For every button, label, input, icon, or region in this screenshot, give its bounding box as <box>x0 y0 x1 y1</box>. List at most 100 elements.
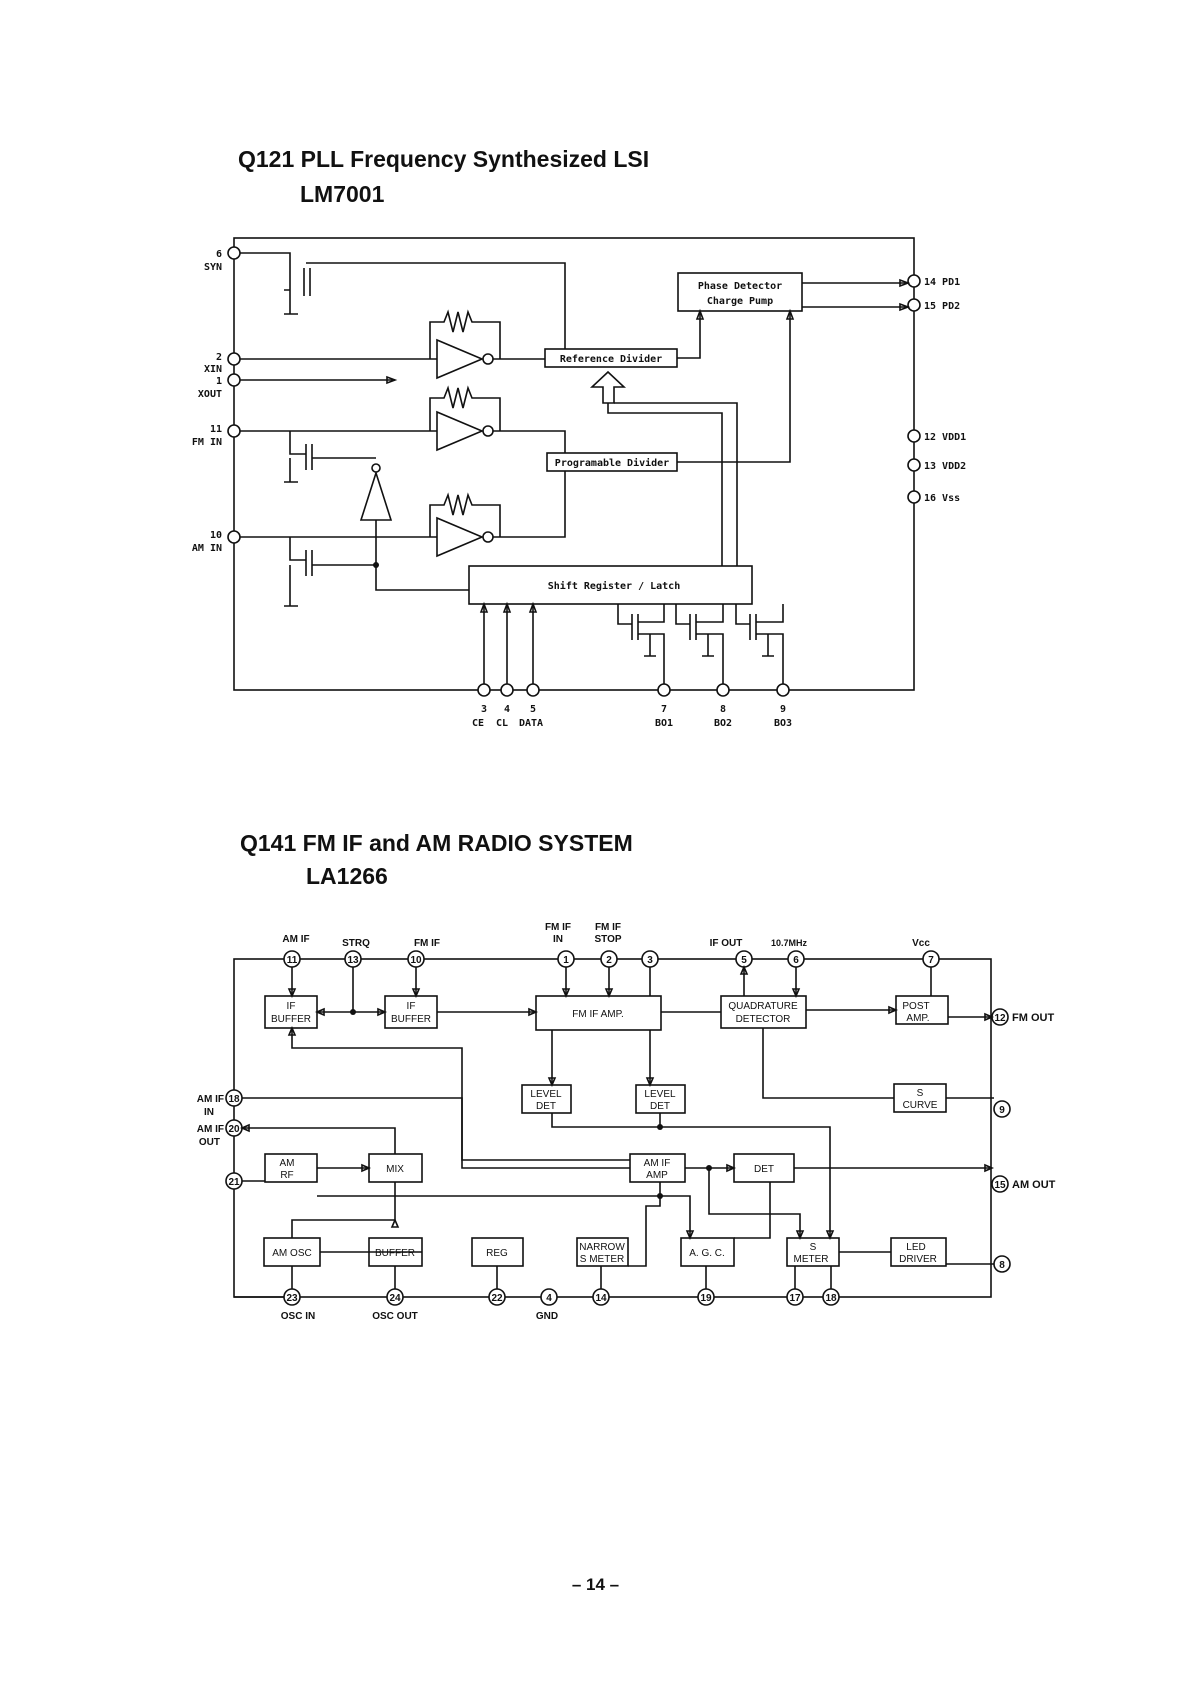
pin-1: 1 <box>563 955 569 966</box>
pin-label-vdd2: 13 VDD2 <box>924 461 966 472</box>
pin-label-8: 8 <box>720 704 726 715</box>
pin-label-10: 10 <box>210 530 222 541</box>
pin-15: 15 <box>994 1180 1006 1191</box>
label-fm-out: FM OUT <box>1012 1012 1054 1024</box>
pin-label-data: DATA <box>519 718 543 729</box>
pin-label-pd1: 14 PD1 <box>924 277 960 288</box>
pin-20: 20 <box>228 1124 240 1135</box>
pin-label-bo1: BO1 <box>655 718 673 729</box>
pin-21: 21 <box>228 1177 240 1188</box>
pin-label-vdd1: 12 VDD1 <box>924 432 966 443</box>
pin-label-9: 9 <box>780 704 786 715</box>
s-meter-block <box>786 1237 840 1267</box>
if-buffer-2-block <box>384 995 438 1029</box>
pin-label-7: 7 <box>661 704 667 715</box>
pin-7: 7 <box>928 955 934 966</box>
lm7001-diagram: 6 SYN 2 XIN 1 XOUT 11 FM IN 10 AM IN 14 … <box>192 237 966 729</box>
label-fm-if-in-2: IN <box>553 934 563 945</box>
if-buffer-1-label-2: BUFFER <box>271 1014 311 1025</box>
pin-13: 13 <box>347 955 359 966</box>
pin-label-pd2: 15 PD2 <box>924 301 960 312</box>
if-buffer-2-label-2: BUFFER <box>391 1014 431 1025</box>
pin-18: 18 <box>228 1094 240 1105</box>
label-fm-if-stop-1: FM IF <box>595 922 621 933</box>
s-meter-label-2: METER <box>794 1254 829 1265</box>
pin-am-in <box>227 530 241 544</box>
label-am-if-in-2: IN <box>204 1107 214 1118</box>
pin-label-2: 2 <box>216 352 222 363</box>
pin-pd1 <box>907 274 921 288</box>
if-buffer-1-label-1: IF <box>287 1001 296 1012</box>
label-am-if: AM IF <box>282 934 309 945</box>
lm7001-subtitle: LM7001 <box>300 181 385 207</box>
label-am-if-out-2: OUT <box>199 1137 220 1148</box>
pin-5: 5 <box>741 955 747 966</box>
am-if-amp-label-1: AM IF <box>644 1158 671 1169</box>
led-driver-block <box>890 1237 947 1267</box>
s-curve-label-1: S <box>917 1088 924 1099</box>
la1266-title: Q141 FM IF and AM RADIO SYSTEM <box>240 830 633 856</box>
pin-18b: 18 <box>825 1293 837 1304</box>
pin-pd2 <box>907 298 921 312</box>
pin-label-cl: CL <box>496 718 508 729</box>
fm-if-amp-label: FM IF AMP. <box>572 1009 624 1020</box>
pin-label-11: 11 <box>210 424 222 435</box>
label-vcc: Vcc <box>912 938 930 949</box>
page-number: – 14 – <box>571 1575 620 1594</box>
la1266-blocks: IF BUFFER IF BUFFER FM IF AMP. QUADRATUR… <box>263 995 949 1267</box>
pin-11: 11 <box>287 955 298 966</box>
pin-23: 23 <box>286 1293 298 1304</box>
label-osc-in: OSC IN <box>281 1311 315 1322</box>
pin-6: 6 <box>793 955 799 966</box>
lm7001-wires <box>240 252 911 684</box>
la1266-diagram: AM IF STRQ FM IF FM IF IN FM IF STOP IF … <box>197 922 1056 1322</box>
post-amp-label-1: POST <box>902 1001 929 1012</box>
pin-9: 9 <box>999 1105 1005 1116</box>
led-driver-label-1: LED <box>906 1242 925 1253</box>
level-det-2-label-2: DET <box>650 1101 670 1112</box>
pin-10: 10 <box>410 955 422 966</box>
pin-xout <box>227 373 241 387</box>
det-label: DET <box>754 1164 774 1175</box>
label-strq: STRQ <box>342 938 370 949</box>
post-amp-block <box>895 995 949 1025</box>
pin-label-fm-in: FM IN <box>192 437 222 448</box>
agc-label: A. G. C. <box>689 1248 725 1259</box>
reg-label: REG <box>486 1248 508 1259</box>
fm-if-amp-block <box>535 995 662 1031</box>
quadrature-detector-label-2: DETECTOR <box>736 1014 791 1025</box>
label-am-if-in-1: AM IF <box>197 1094 224 1105</box>
reference-divider-label: Reference Divider <box>560 353 662 365</box>
level-det-2-label-1: LEVEL <box>644 1089 676 1100</box>
am-rf-label-1: AM <box>280 1158 295 1169</box>
reg-block <box>471 1237 524 1267</box>
label-if-out: IF OUT <box>710 938 743 949</box>
label-gnd: GND <box>536 1311 558 1322</box>
narrow-s-meter-label-1: NARROW <box>579 1242 625 1253</box>
agc-block <box>680 1237 735 1267</box>
label-am-if-out-1: AM IF <box>197 1124 224 1135</box>
pin-label-4: 4 <box>504 704 510 715</box>
label-fm-if: FM IF <box>414 938 440 949</box>
pin-fm-in <box>227 424 241 438</box>
led-driver-label-2: DRIVER <box>899 1254 937 1265</box>
pin-label-1: 1 <box>216 376 222 387</box>
pin-label-xin: XIN <box>204 364 222 375</box>
label-fm-if-stop-2: STOP <box>594 934 621 945</box>
s-curve-label-2: CURVE <box>903 1100 938 1111</box>
am-rf-block <box>264 1153 318 1183</box>
la1266-subtitle: LA1266 <box>306 863 388 889</box>
buffer-label: BUFFER <box>375 1248 415 1259</box>
la1266-left-pins: 18 20 21 AM IF IN AM IF OUT <box>197 1089 243 1190</box>
quadrature-detector-label-1: QUADRATURE <box>728 1001 798 1012</box>
pin-label-xout: XOUT <box>198 389 222 400</box>
phase-detector-label-2: Charge Pump <box>707 296 773 307</box>
la1266-right-pins: 12 FM OUT 9 15 AM OUT 8 <box>991 1008 1056 1273</box>
pin-bo1 <box>657 683 671 697</box>
pin-ce <box>477 683 491 697</box>
pin-12: 12 <box>994 1013 1006 1024</box>
lm7001-right-pins: 14 PD1 15 PD2 12 VDD1 13 VDD2 16 Vss <box>907 274 966 504</box>
pin-3: 3 <box>647 955 653 966</box>
level-det-2-block <box>635 1084 686 1114</box>
pin-label-bo2: BO2 <box>714 718 732 729</box>
